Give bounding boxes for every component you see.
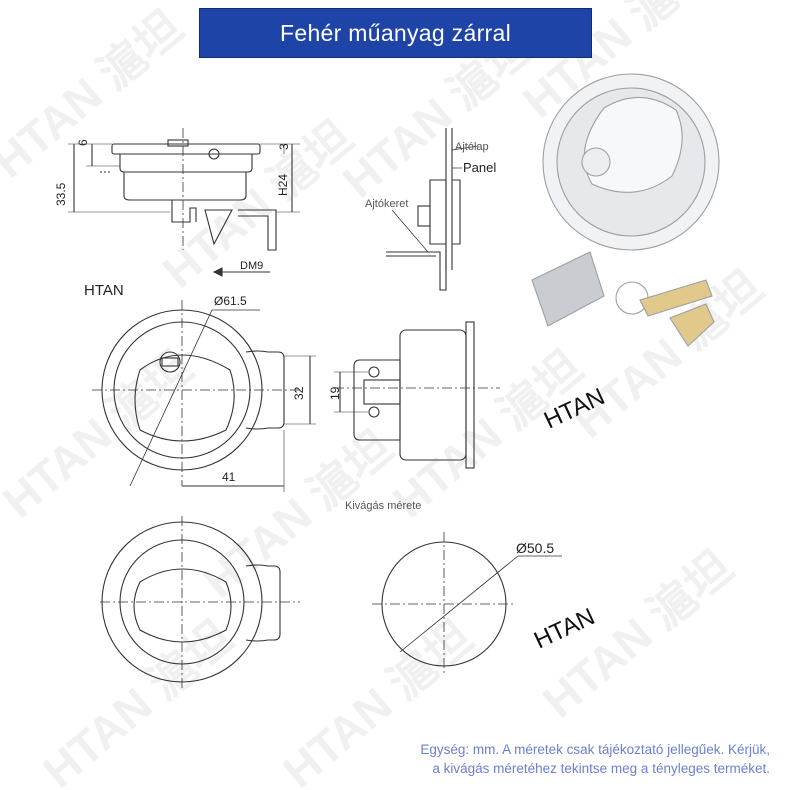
dm9-label: DM9 [240,260,264,272]
dim-41: 41 [222,470,236,484]
unit-note-line-2: a kivágás méretéhez tekintse meg a tényl… [432,761,770,776]
dim-32: 32 [292,386,306,400]
back-view-drawing [334,321,500,469]
brand-htan-1: HTAN [84,282,124,299]
door-frame-label: Ajtókeret [365,198,409,210]
front-view-keyless [100,516,300,690]
dim-33-5: 33.5 [54,182,68,206]
front-view-drawing [92,300,316,492]
unit-note: Egység: mm. A méretek csak tájékoztató j… [300,740,770,778]
cutout-drawing [372,532,562,676]
dim-dia-50-5: Ø50.5 [516,540,555,556]
panel-label: Panel [463,160,497,175]
side-view-drawing [68,128,300,277]
door-panel-label: Ajtólap [455,141,489,153]
dim-h24: H24 [276,173,290,196]
cutout-size-label: Kivágás mérete [345,500,422,512]
dim-19: 19 [328,386,342,400]
dim-dia-61-5: Ø61.5 [214,294,247,308]
unit-note-line-1: Egység: mm. A méretek csak tájékoztató j… [420,742,770,757]
installed-side-view [386,128,479,291]
page-title: Fehér műanyag zárral [280,19,511,46]
dim-6: 6 [76,139,90,146]
product-illustration [531,73,720,347]
title-banner: Fehér műanyag zárral [199,8,592,58]
dim-3: 3 [277,143,291,150]
